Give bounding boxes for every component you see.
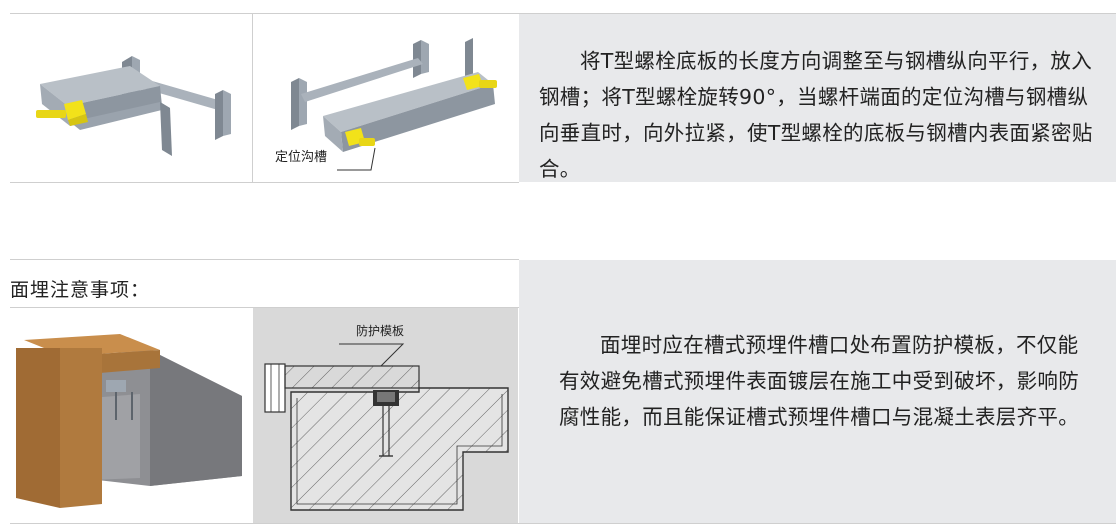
section2-top-rule bbox=[10, 259, 519, 260]
section2-paragraph: 面埋时应在槽式预埋件槽口处布置防护模板，不仅能有效避免槽式预埋件表面镀层在施工中… bbox=[559, 333, 1079, 429]
section2-heading-rule bbox=[10, 307, 519, 308]
section2-text-panel: 面埋时应在槽式预埋件槽口处布置防护模板，不仅能有效避免槽式预埋件表面镀层在施工中… bbox=[519, 260, 1116, 523]
locating-groove-label: 定位沟槽 bbox=[275, 150, 328, 165]
section1-top-rule bbox=[10, 13, 1116, 14]
section1-image-divider bbox=[252, 14, 253, 182]
section2-bottom-rule bbox=[10, 523, 1116, 524]
formwork-3d-icon bbox=[16, 334, 242, 508]
channel-bolt-3d-icon bbox=[36, 56, 231, 156]
channel-bolt-rotated-illustration: 定位沟槽 bbox=[253, 14, 518, 182]
section2-heading: 面埋注意事项： bbox=[10, 279, 151, 301]
formwork-3d-illustration bbox=[10, 308, 252, 523]
formwork-section-drawing: 防护模板 bbox=[253, 308, 518, 523]
protective-formwork-label: 防护模板 bbox=[356, 324, 405, 338]
section1-bottom-rule bbox=[10, 182, 519, 183]
channel-bolt-3d-illustration bbox=[10, 14, 252, 182]
channel-bolt-rotated-icon bbox=[291, 38, 497, 171]
section1-paragraph: 将T型螺栓底板的长度方向调整至与钢槽纵向平行，放入钢槽；将T型螺栓旋转90°，当… bbox=[539, 49, 1093, 181]
formwork-section-icon bbox=[264, 343, 509, 511]
section1-text-panel: 将T型螺栓底板的长度方向调整至与钢槽纵向平行，放入钢槽；将T型螺栓旋转90°，当… bbox=[519, 14, 1116, 182]
